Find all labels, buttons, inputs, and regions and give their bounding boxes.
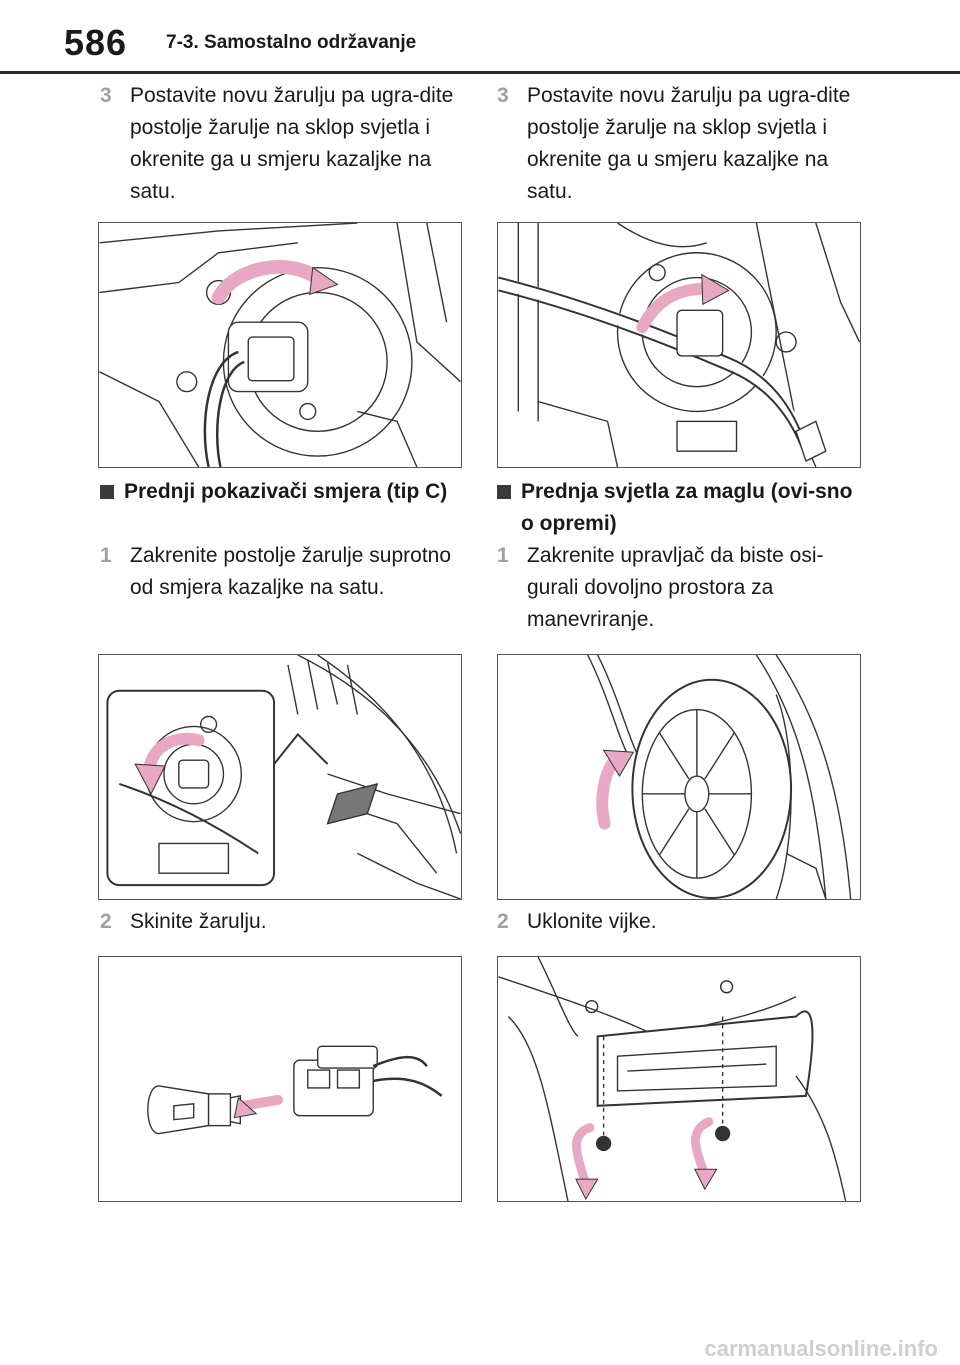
step-text: Postavite novu žarulju pa ugra-dite post…	[527, 84, 851, 203]
figure-turn-signal-rotate	[98, 654, 462, 900]
left-step-2: 2 Skinite žarulju.	[100, 906, 460, 938]
heading-text: Prednji pokazivači smjera (tip C)	[124, 480, 448, 503]
right-heading-fog-lights: Prednja svjetla za maglu (ovi-sno o opre…	[497, 476, 867, 540]
left-heading-turn-signals: Prednji pokazivači smjera (tip C)	[100, 476, 460, 508]
step-text: Skinite žarulju.	[130, 910, 267, 933]
step-number: 2	[100, 910, 112, 933]
step-number: 2	[497, 910, 509, 933]
step-number: 3	[100, 84, 112, 107]
section-title: 7-3. Samostalno održavanje	[166, 32, 417, 53]
left-step-1: 1 Zakrenite postolje žarulje suprotno od…	[100, 540, 460, 604]
figure-steering-wheel-turn	[497, 654, 861, 900]
left-step-3: 3 Postavite novu žarulju pa ugra-dite po…	[100, 80, 460, 208]
step-number: 1	[497, 544, 509, 567]
step-number: 1	[100, 544, 112, 567]
step-text: Postavite novu žarulju pa ugra-dite post…	[130, 84, 454, 203]
figure-screw-removal	[497, 956, 861, 1202]
watermark: carmanualsonline.info	[704, 1336, 939, 1361]
figure-bulb-removal	[98, 956, 462, 1202]
header-rule	[0, 71, 960, 74]
step-text: Zakrenite postolje žarulje suprotno od s…	[130, 544, 452, 599]
right-step-1: 1 Zakrenite upravljač da biste osi-gural…	[497, 540, 867, 636]
right-step-2: 2 Uklonite vijke.	[497, 906, 867, 938]
step-number: 3	[497, 84, 509, 107]
step-text: Zakrenite upravljač da biste osi-gurali …	[527, 544, 824, 631]
heading-text: Prednja svjetla za maglu (ovi-sno o opre…	[521, 480, 853, 535]
heading-bullet	[497, 485, 511, 499]
step-text: Uklonite vijke.	[527, 910, 657, 933]
page-number: 586	[64, 22, 128, 63]
figure-headlight-install-right	[497, 222, 861, 468]
right-step-3: 3 Postavite novu žarulju pa ugra-dite po…	[497, 80, 867, 208]
figure-headlight-install	[98, 222, 462, 468]
heading-bullet	[100, 485, 114, 499]
